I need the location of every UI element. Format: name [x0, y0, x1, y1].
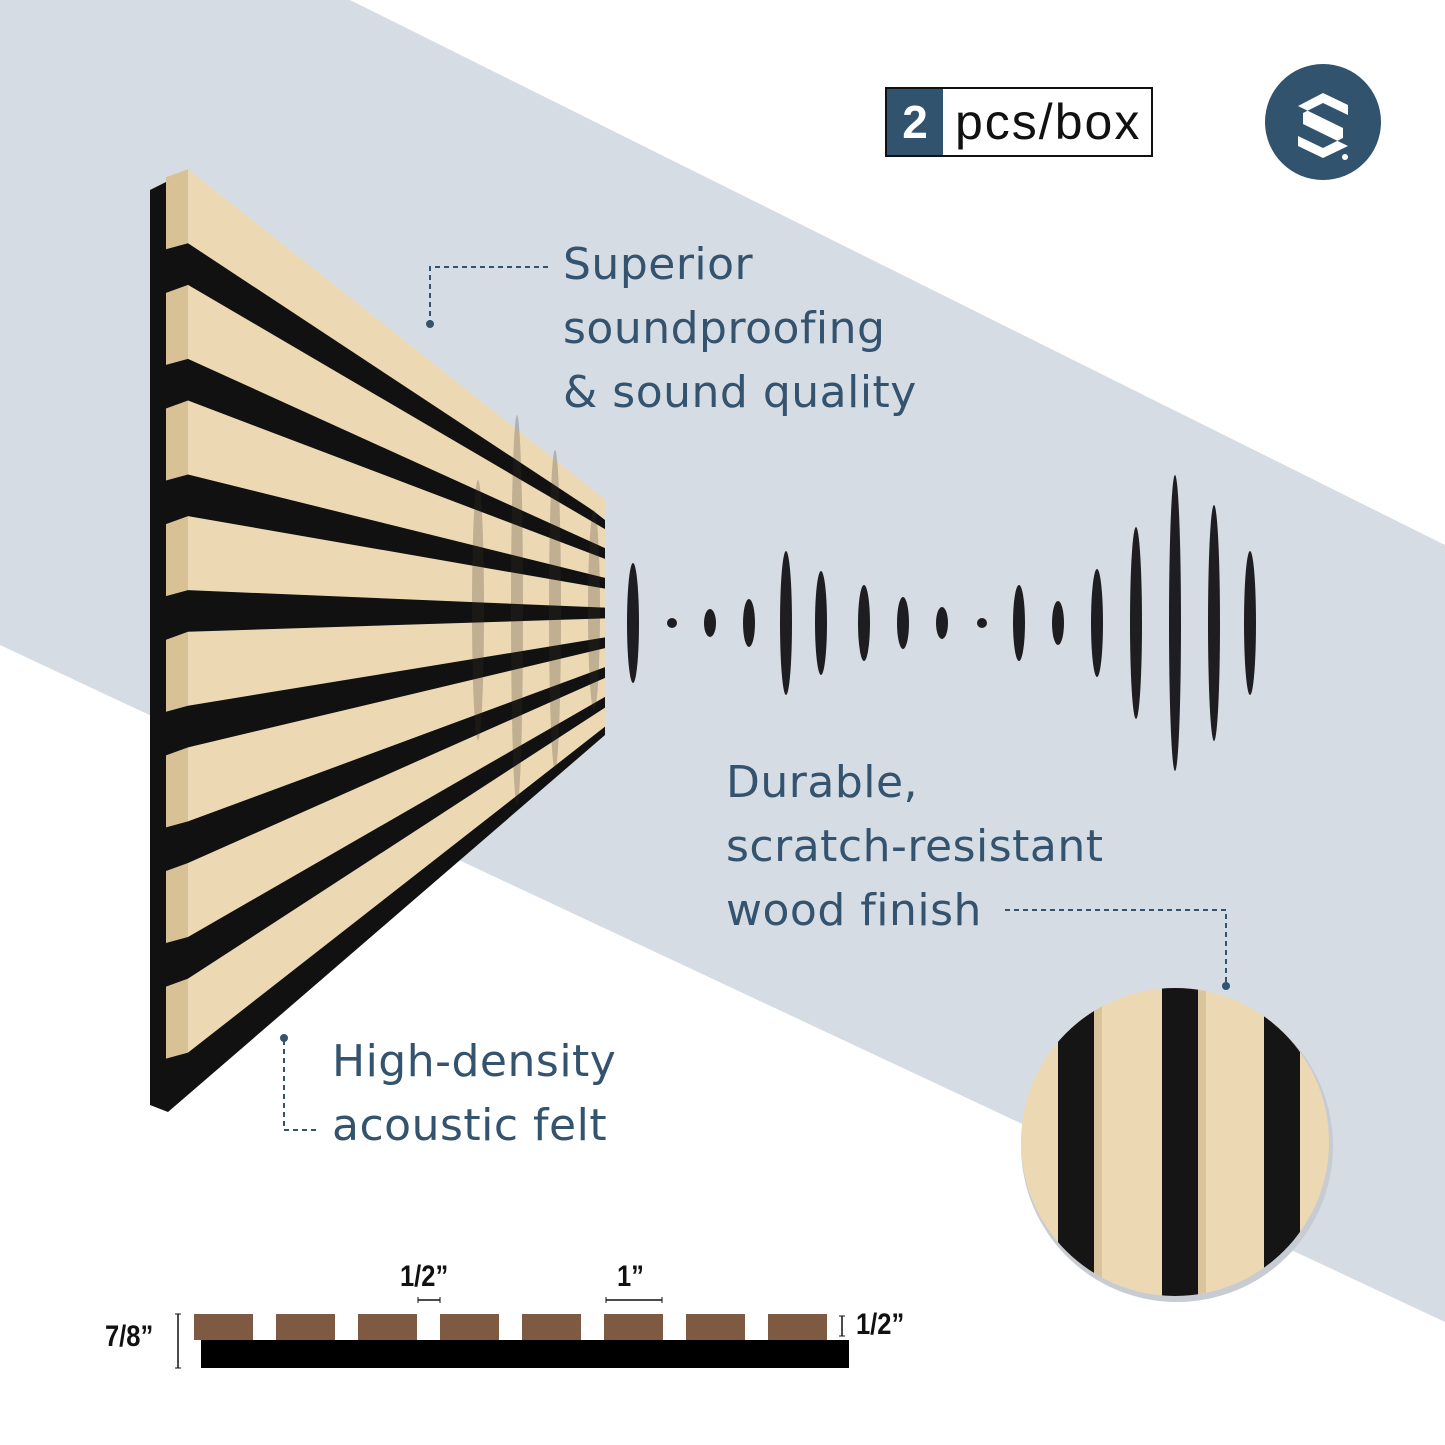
piece-count: 2: [887, 89, 943, 155]
wave-bar: [627, 563, 639, 683]
wood-slat: [188, 648, 605, 822]
slat-end: [166, 747, 188, 828]
brand-logo: [1265, 64, 1381, 180]
wood-slat: [188, 677, 605, 937]
wood-slat: [188, 618, 605, 706]
wave-bar: [743, 599, 755, 647]
wood-slat: [188, 707, 605, 1053]
wave-bar: [815, 571, 827, 675]
pieces-per-box-badge: 2 pcs/box: [885, 87, 1154, 157]
wood-slat: [188, 516, 605, 608]
dim-slat-thickness: 1/2”: [856, 1308, 905, 1341]
wood-slat: [188, 400, 605, 578]
dim-slat-width: 1”: [617, 1260, 644, 1293]
slat-profile: [768, 1314, 827, 1340]
slat-profile-diagram: [175, 1297, 849, 1369]
wave-bar: [704, 609, 716, 637]
dim-total-thickness: 7/8”: [105, 1320, 154, 1353]
slat-end: [166, 978, 188, 1059]
slat-profile: [276, 1314, 335, 1340]
feature-line: acoustic felt: [332, 1100, 608, 1151]
feature-line: scratch-resistant: [726, 821, 1104, 872]
wood-slat: [188, 284, 605, 549]
slat-profile: [358, 1314, 417, 1340]
wave-bar-shadow: [549, 450, 561, 770]
piece-unit: pcs/box: [955, 94, 1142, 150]
slat-profile: [686, 1314, 745, 1340]
wave-bar: [977, 618, 987, 628]
slat-profile: [604, 1314, 663, 1340]
wave-bar: [1130, 527, 1142, 719]
feature-line: Durable,: [726, 757, 919, 808]
acoustic-panel: [150, 169, 605, 1112]
wave-bar: [897, 597, 909, 649]
wood-slat: [188, 169, 605, 519]
slat-end: [166, 400, 188, 481]
wave-bar: [667, 618, 677, 628]
feature-line: soundproofing: [563, 303, 886, 354]
slat-end: [166, 516, 188, 597]
wave-bar: [858, 585, 870, 661]
feature-line: Superior: [563, 239, 754, 290]
wave-bar-shadow: [588, 510, 600, 710]
slat-end: [166, 284, 188, 365]
wave-bar: [780, 551, 792, 695]
wave-bar: [1169, 475, 1181, 771]
feature-finish: Durable, scratch-resistant wood finish: [726, 751, 1104, 943]
wave-bar: [1052, 601, 1064, 645]
wave-bar: [1244, 551, 1256, 695]
feature-felt: High-density acoustic felt: [332, 1030, 616, 1158]
felt-profile: [201, 1340, 849, 1368]
wave-bar-shadow: [472, 480, 484, 740]
feature-line: wood finish: [726, 885, 982, 936]
dim-slat-gap: 1/2”: [400, 1260, 449, 1293]
callout-lines: [283, 266, 1227, 1131]
slat-profile: [522, 1314, 581, 1340]
feature-line: High-density: [332, 1036, 617, 1087]
slat-end: [166, 631, 188, 712]
sound-wave-icon: [472, 415, 1256, 805]
slat-end: [166, 863, 188, 943]
feature-line: & sound quality: [563, 367, 917, 418]
wave-bar: [1091, 569, 1103, 677]
wave-bar-shadow: [511, 415, 523, 805]
feature-soundproofing: Superior soundproofing & sound quality: [563, 233, 917, 425]
slat-end: [166, 169, 188, 250]
wave-bar: [936, 607, 948, 639]
slat-profile: [194, 1314, 253, 1340]
wave-bar: [1208, 505, 1220, 741]
slat-profile: [440, 1314, 499, 1340]
wave-bar: [1013, 585, 1025, 661]
